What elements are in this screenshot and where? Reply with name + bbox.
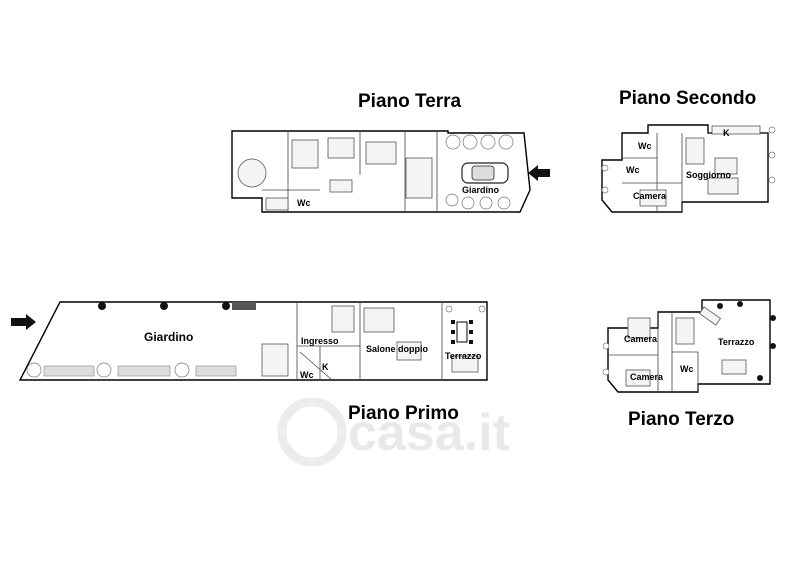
piano-terzo-terrazzo-label: Terrazzo (718, 337, 755, 347)
table-icon (451, 320, 473, 344)
tree-icon (601, 126, 776, 194)
tree-icon (602, 301, 776, 381)
piano-secondo-wc-label: Wc (638, 141, 652, 151)
piano-terzo-camera-2-label: Camera (630, 372, 664, 382)
piano-secondo-plan: Piano Secondo Wc Wc K Soggiorno Camera (601, 88, 776, 213)
piano-terzo-wc-label: Wc (680, 364, 694, 374)
piano-terra-giardino-label: Giardino (462, 185, 500, 195)
piano-terra-wc-label: Wc (297, 198, 311, 208)
piano-primo-wc-label: Wc (300, 370, 314, 380)
piano-secondo-soggiorno-label: Soggiorno (686, 170, 731, 180)
arrow-right-icon (528, 165, 550, 181)
watermark: casa.it (277, 397, 510, 467)
piano-primo-terrazzo-label: Terrazzo (445, 351, 482, 361)
piano-secondo-camera-label: Camera (633, 191, 667, 201)
piano-primo-title: Piano Primo (348, 403, 459, 424)
watermark-logo-icon (277, 397, 347, 467)
piano-terra-outline (231, 130, 531, 213)
piano-terzo-title: Piano Terzo (628, 409, 734, 430)
piano-primo-salone-label: Salone doppio (366, 344, 429, 354)
piano-primo-ingresso-label: Ingresso (301, 336, 339, 346)
piano-terzo-camera-label: Camera (624, 334, 658, 344)
car-icon (461, 162, 509, 184)
piano-terra-plan: Piano Terra Giardino Wc (231, 91, 550, 213)
piano-primo-giardino-label: Giardino (144, 330, 193, 344)
arrow-right-icon (11, 314, 36, 330)
tree-icon (26, 302, 486, 378)
tree-icon (445, 134, 514, 210)
piano-primo-k-label: K (322, 362, 329, 372)
piano-secondo-k-label: K (723, 128, 730, 138)
piano-terzo-plan: Piano Terzo Camera Camera Terrazzo Wc (602, 299, 776, 430)
piano-primo-outline (18, 301, 488, 381)
piano-secondo-title: Piano Secondo (619, 88, 756, 109)
piano-secondo-wc-2-label: Wc (626, 165, 640, 175)
watermark-text: casa.it (348, 404, 510, 462)
piano-primo-plan: Piano Primo (11, 301, 488, 424)
piano-terra-title: Piano Terra (358, 91, 462, 112)
